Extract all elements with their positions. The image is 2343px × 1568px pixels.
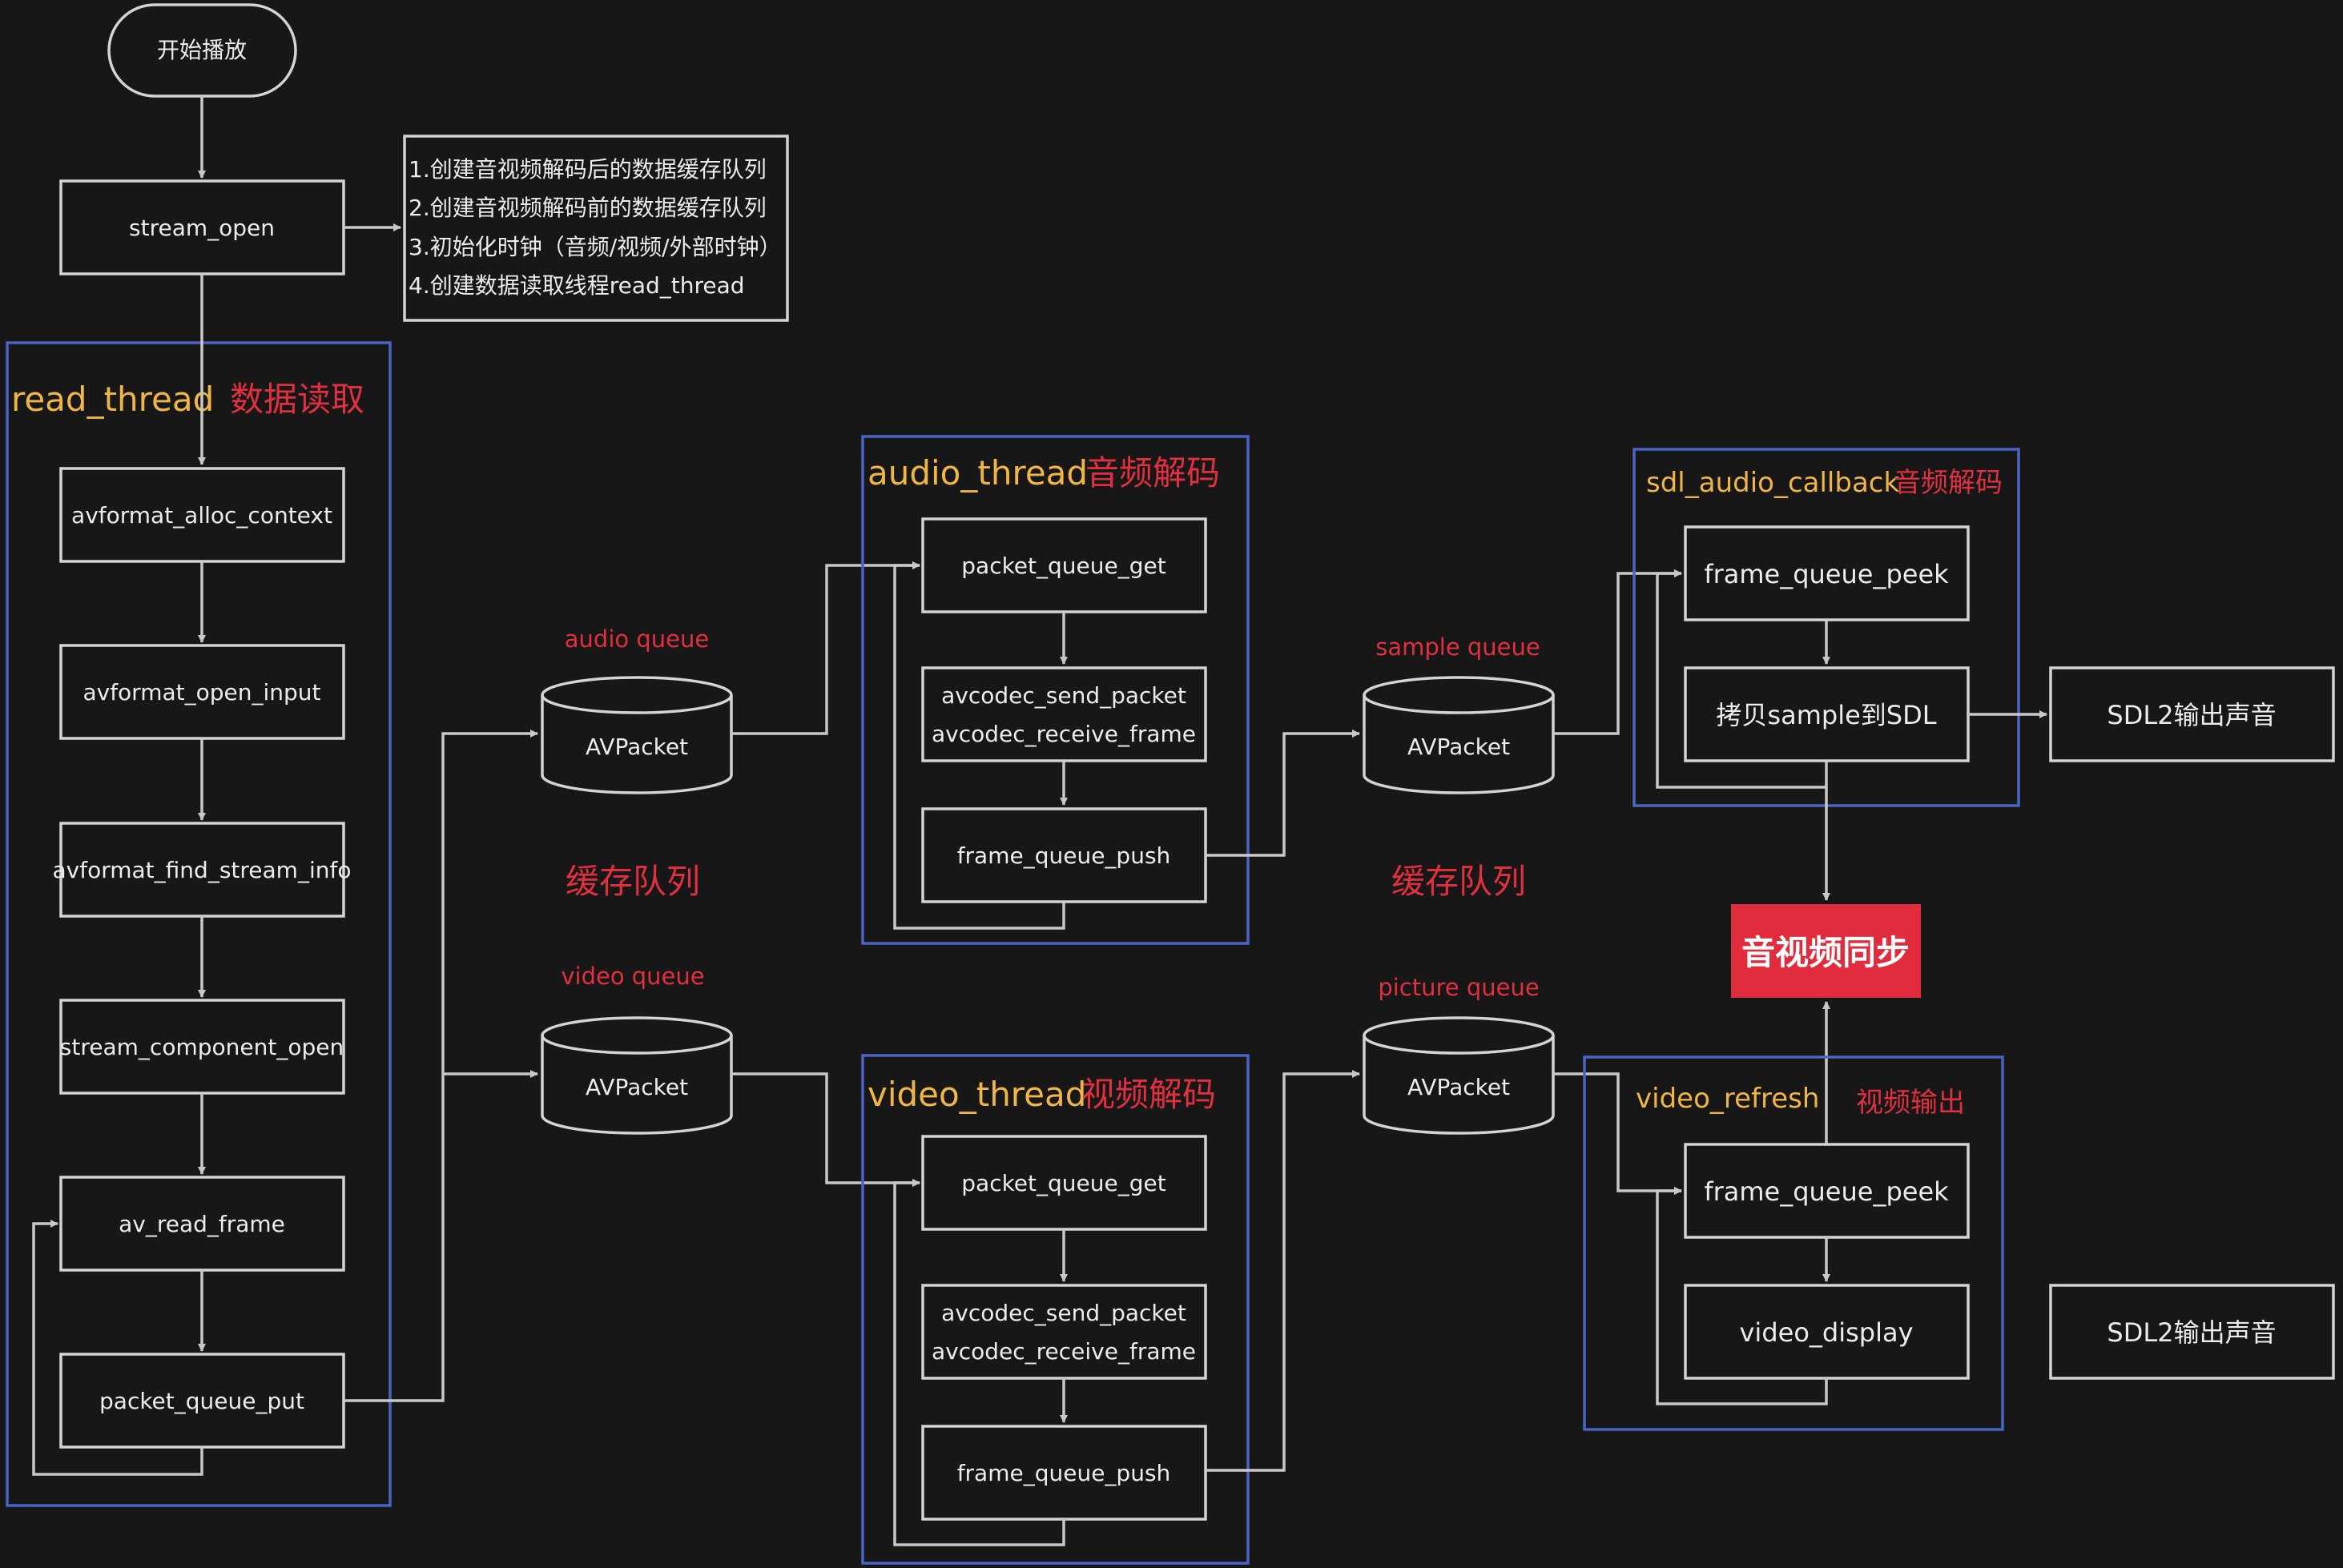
- step-open-input-label: avformat_open_input: [83, 679, 320, 706]
- video-peek-label: frame_queue_peek: [1704, 1176, 1949, 1207]
- read-thread-title: read_thread: [11, 380, 214, 419]
- arrow-audio-push-to-sample-queue: [1206, 730, 1360, 857]
- video-refresh-subtitle: 视频输出: [1856, 1087, 1965, 1119]
- start-node-label: 开始播放: [157, 37, 247, 63]
- sdl-audio-out-node: [2049, 666, 2335, 762]
- loop-audio-copy-to-peek: [1656, 569, 1828, 789]
- copy-sample-label: 拷贝sample到SDL: [1716, 700, 1936, 730]
- sdl-video-out-node: [2049, 1284, 2335, 1380]
- audio-thread-group: [861, 435, 1250, 945]
- sdl-video-out-label: SDL2输出声音: [2107, 1317, 2276, 1348]
- video-thread-subtitle: 视频解码: [1081, 1075, 1216, 1114]
- audio-get-label: packet_queue_get: [961, 553, 1165, 579]
- step-component-open-label: stream_component_open: [60, 1034, 344, 1060]
- video-queue-label: video queue: [561, 963, 704, 990]
- init-notes-box: [403, 135, 789, 322]
- arrow-video-queue-to-get: [731, 1072, 920, 1187]
- video-packet-queue: [541, 1016, 733, 1135]
- init-note-4: 4.创建数据读取线程read_thread: [409, 272, 745, 299]
- step-alloc-context-label: avformat_alloc_context: [71, 502, 332, 529]
- audio-send-label: avcodec_send_packet: [941, 682, 1186, 709]
- init-note-2: 2.创建音视频解码前的数据缓存队列: [409, 195, 767, 221]
- audio-thread-subtitle: 音频解码: [1085, 453, 1220, 493]
- arrow-put-to-audio-queue: [344, 730, 538, 1402]
- sdl-audio-callback-title: sdl_audio_callback: [1646, 467, 1899, 499]
- video-receive-label: avcodec_receive_frame: [932, 1338, 1196, 1365]
- audio-thread-title: audio_thread: [868, 453, 1088, 493]
- video-send-label: avcodec_send_packet: [941, 1300, 1186, 1326]
- audio-packet-queue: [541, 676, 733, 794]
- video-push-label: frame_queue_push: [957, 1460, 1171, 1486]
- audio-cache-caption: 缓存队列: [566, 862, 700, 901]
- sample-queue-label: sample queue: [1375, 633, 1540, 661]
- arrow-audio-queue-to-get: [731, 561, 920, 735]
- step-av-read-frame-label: av_read_frame: [119, 1211, 285, 1237]
- audio-peek-label: frame_queue_peek: [1704, 559, 1949, 589]
- av-sync-label: 音视频同步: [1741, 933, 1910, 972]
- read-thread-subtitle: 数据读取: [230, 380, 364, 419]
- video-thread-group: [861, 1054, 1250, 1565]
- arrow-sample-queue-to-peek: [1553, 569, 1682, 735]
- audio-push-label: frame_queue_push: [957, 842, 1171, 869]
- arrow-video-push-to-picture-queue: [1206, 1070, 1360, 1472]
- audio-packet-label: AVPacket: [586, 734, 688, 760]
- step-find-stream-info-label: avformat_find_stream_info: [53, 857, 352, 883]
- picture-queue: [1363, 1016, 1555, 1135]
- video-refresh-title: video_refresh: [1636, 1083, 1819, 1115]
- video-packet-label: AVPacket: [586, 1074, 688, 1100]
- sample-queue: [1363, 676, 1555, 794]
- init-note-3: 3.初始化时钟（音频/视频/外部时钟）: [409, 234, 782, 260]
- sdl-audio-callback-subtitle: 音频解码: [1894, 467, 2003, 499]
- stream-open-label: stream_open: [129, 215, 275, 241]
- loop-put-to-read: [32, 1220, 203, 1476]
- loop-video-push-to-get: [893, 1179, 1065, 1546]
- frame-cache-caption: 缓存队列: [1391, 862, 1526, 901]
- sample-packet-label: AVPacket: [1407, 734, 1510, 760]
- loop-video-display-to-peek: [1656, 1187, 1828, 1405]
- step-packet-queue-put-label: packet_queue_put: [99, 1388, 304, 1414]
- video-refresh-group: [1583, 1055, 2004, 1431]
- video-get-label: packet_queue_get: [961, 1170, 1165, 1196]
- audio-queue-label: audio queue: [565, 625, 709, 653]
- read-thread-group: [6, 341, 392, 1507]
- picture-queue-label: picture queue: [1378, 974, 1539, 1001]
- av-sync-node: [1731, 904, 1921, 998]
- audio-receive-label: avcodec_receive_frame: [932, 721, 1196, 747]
- init-note-1: 1.创建音视频解码后的数据缓存队列: [409, 156, 767, 183]
- picture-packet-label: AVPacket: [1407, 1074, 1510, 1100]
- video-thread-title: video_thread: [868, 1075, 1086, 1114]
- loop-audio-push-to-get: [893, 561, 1065, 930]
- video-display-label: video_display: [1739, 1317, 1913, 1348]
- sdl-audio-out-label: SDL2输出声音: [2107, 700, 2276, 730]
